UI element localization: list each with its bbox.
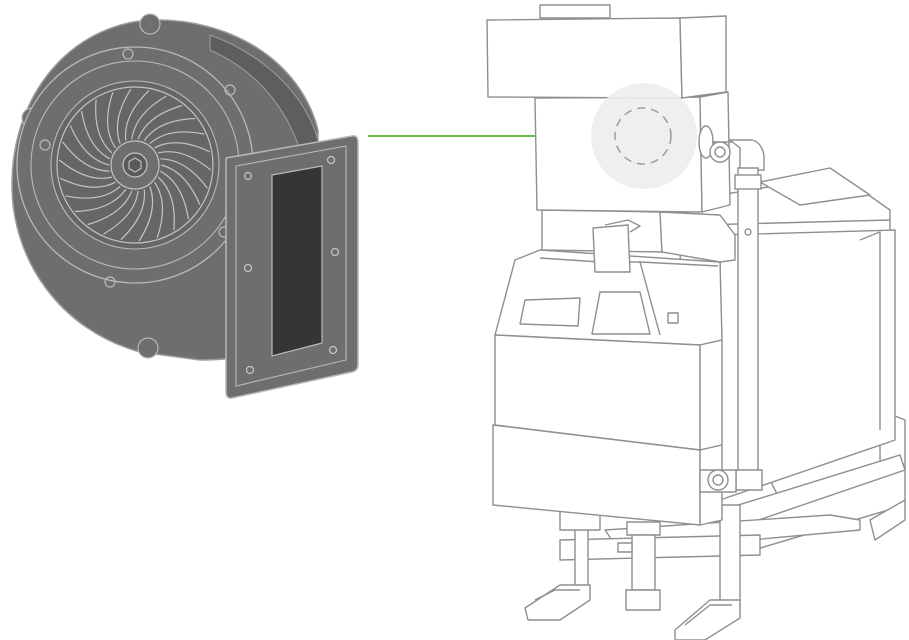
boiler-panel-window-left xyxy=(519,297,581,327)
fan-blade xyxy=(69,125,110,166)
fan-blade xyxy=(131,95,167,140)
fan-blade xyxy=(160,158,208,189)
fan-blade xyxy=(87,190,133,226)
fan-blade xyxy=(154,142,211,153)
fan-blade xyxy=(120,189,146,241)
boiler-panel-window-right xyxy=(591,291,651,335)
fan-blade xyxy=(65,185,121,199)
fan-blade xyxy=(81,110,111,160)
fan-outlet-opening xyxy=(271,165,323,357)
fan-blade xyxy=(143,117,196,142)
fan-blade xyxy=(62,141,110,172)
fan-blade xyxy=(59,177,116,188)
boiler-panel-indicator xyxy=(667,312,679,324)
boiler-neck xyxy=(541,209,736,273)
fan-location-highlight xyxy=(591,83,697,189)
fan-blade xyxy=(154,181,163,238)
fan-blade xyxy=(157,151,212,171)
fan-blade xyxy=(74,188,127,213)
fan-blade xyxy=(157,176,175,231)
fan-hub-nut xyxy=(128,157,142,173)
fan-blade xyxy=(116,88,132,144)
fan-blade xyxy=(103,190,139,235)
fan-flange-inner-edge xyxy=(235,145,347,387)
fan-blade xyxy=(160,164,201,205)
boiler-pipework xyxy=(617,125,765,611)
fan-blade xyxy=(149,131,205,145)
fan-mount-ear-bottom xyxy=(137,337,159,359)
fan-blade xyxy=(159,170,189,220)
pipe-valve-top xyxy=(709,141,731,163)
boiler-top-box xyxy=(486,4,727,99)
fan-impeller xyxy=(56,86,214,244)
fan-hub-center xyxy=(122,152,148,178)
fan-blade xyxy=(58,159,113,179)
fan-blade xyxy=(124,89,150,141)
fan-blade xyxy=(95,99,113,154)
boiler-unit-illustration xyxy=(486,4,906,640)
fan-flange-bolts xyxy=(243,155,340,375)
fan-mount-ear-top xyxy=(139,13,161,35)
fan-blade xyxy=(137,104,183,140)
fan-blade xyxy=(107,92,116,149)
fan-blade xyxy=(138,186,154,242)
fan-impeller-rim xyxy=(56,86,214,244)
boiler-main-body xyxy=(492,249,723,526)
pipe-gauge xyxy=(744,228,752,236)
blower-fan-illustration xyxy=(11,13,359,399)
